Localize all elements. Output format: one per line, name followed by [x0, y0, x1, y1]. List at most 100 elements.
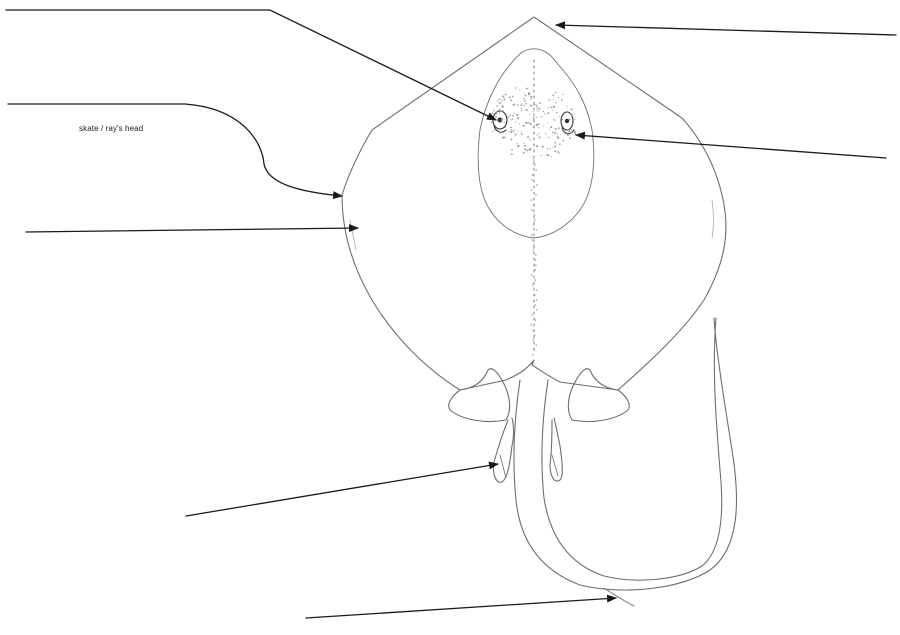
stipple-dot	[554, 146, 556, 148]
left-clasper	[493, 418, 513, 482]
stipple-dot	[504, 122, 505, 123]
tail-tip	[604, 588, 634, 606]
midline-dot	[534, 214, 536, 216]
stipple-dot	[509, 131, 510, 132]
stipple-dot	[525, 103, 526, 104]
stipple-dot	[561, 100, 562, 101]
stipple-dot	[502, 137, 504, 139]
midline-dot	[533, 204, 535, 206]
stipple-dot	[571, 129, 572, 130]
stipple-dot	[536, 107, 537, 108]
midline-dot	[534, 349, 536, 351]
stipple-dot	[541, 155, 542, 156]
stipple-dot	[499, 122, 500, 123]
stipple-dot	[547, 112, 549, 114]
stipple-dot	[504, 99, 505, 100]
stipple-dot	[516, 114, 518, 116]
stipple-dot	[541, 116, 542, 117]
stipple-dot	[567, 129, 568, 130]
stipple-dot	[512, 96, 513, 97]
stipple-dot	[527, 136, 529, 138]
stipple-dot	[496, 105, 498, 107]
stipple-dot	[498, 99, 500, 101]
stipple-dot	[568, 130, 570, 132]
stipple-dot	[528, 93, 530, 95]
stipple-dot	[512, 115, 514, 117]
midline-dot	[536, 309, 538, 311]
stipple-dot	[525, 95, 527, 97]
stipple-dot	[536, 117, 537, 118]
stipple-dot	[517, 104, 519, 106]
leader-lines	[6, 10, 896, 618]
stipple-dot	[569, 118, 571, 120]
stipple-dot	[546, 154, 547, 155]
stipple-dot	[494, 129, 496, 131]
stipple-dot	[538, 123, 540, 125]
stipple-dot	[525, 122, 527, 124]
stipple-dot	[520, 105, 521, 106]
stipple-dot	[514, 129, 515, 130]
stipple-dot	[565, 133, 566, 134]
stipple-dot	[524, 143, 525, 144]
stipple-dot	[533, 127, 534, 128]
stipple-dot	[550, 126, 552, 128]
stipple-dot	[524, 105, 525, 106]
stipple-dot	[526, 109, 528, 111]
stipple-dot	[562, 140, 564, 142]
stipple-dot	[554, 132, 556, 134]
midline-dot	[530, 324, 532, 326]
midline-dot	[534, 304, 536, 306]
midline-dot	[532, 339, 534, 341]
right-clasper	[550, 418, 562, 481]
stipple-dot	[567, 106, 568, 107]
stipple-dot	[547, 148, 548, 149]
stipple-dot	[492, 131, 493, 132]
midline-dot	[533, 249, 535, 251]
stipple-dot	[560, 134, 561, 135]
stipple-dot	[491, 121, 493, 123]
leader-line-right-eye	[576, 135, 886, 158]
midline-dot	[534, 269, 536, 271]
stipple-dot	[499, 132, 501, 134]
stipple-dot	[553, 147, 554, 148]
stipple-dot	[511, 129, 512, 130]
stipple-dot	[538, 108, 540, 110]
stipple-dot	[567, 135, 569, 137]
midline-dot	[536, 299, 538, 301]
stipple-dot	[514, 133, 516, 135]
midline-dot	[535, 264, 537, 266]
stipple-dot	[551, 106, 553, 108]
stipple-dot	[558, 152, 559, 153]
stipple-dot	[533, 118, 535, 120]
leader-line-clasper	[186, 464, 498, 516]
stipple-dot	[557, 137, 559, 139]
leader-line-snout	[556, 25, 896, 35]
stingray-illustration	[342, 17, 737, 606]
stipple-dot	[542, 146, 544, 148]
midline-dot	[535, 344, 537, 346]
midline-dot	[536, 289, 538, 291]
midline-dot	[532, 284, 534, 286]
tail	[514, 318, 737, 590]
stipple-dot	[523, 98, 524, 99]
stipple-dot	[572, 123, 573, 124]
midline-dot	[531, 209, 533, 211]
midline-dot	[532, 174, 534, 176]
midline-dot	[531, 189, 533, 191]
stipple-dot	[539, 102, 541, 104]
stipple-dot	[519, 89, 520, 90]
midline-dot	[533, 159, 535, 161]
left-pelvic-fin	[449, 369, 510, 422]
stipple-dot	[544, 113, 545, 114]
stipple-dot	[510, 131, 512, 133]
stipple-dot	[554, 150, 556, 152]
stipple-dot	[520, 132, 521, 133]
stipple-dot	[501, 105, 503, 107]
stipple-dot	[521, 108, 522, 109]
stipple-dot	[501, 120, 503, 122]
midline-dot	[532, 354, 534, 356]
stipple-dot	[552, 94, 554, 96]
stipple-dot	[504, 137, 506, 139]
stipple-dot	[526, 88, 528, 90]
